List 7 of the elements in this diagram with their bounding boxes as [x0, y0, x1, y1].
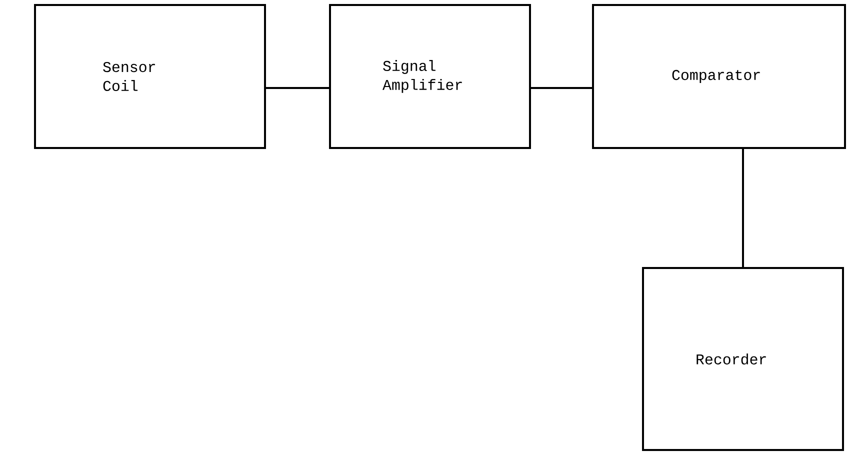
- connector-line: [742, 148, 744, 267]
- block-box: Comparator: [592, 4, 846, 149]
- block-box: Signal Amplifier: [329, 4, 531, 149]
- connector-line: [266, 86, 329, 89]
- block-box: Sensor Coil: [34, 4, 266, 149]
- block-box: Recorder: [642, 266, 844, 451]
- connector-line: [531, 86, 592, 89]
